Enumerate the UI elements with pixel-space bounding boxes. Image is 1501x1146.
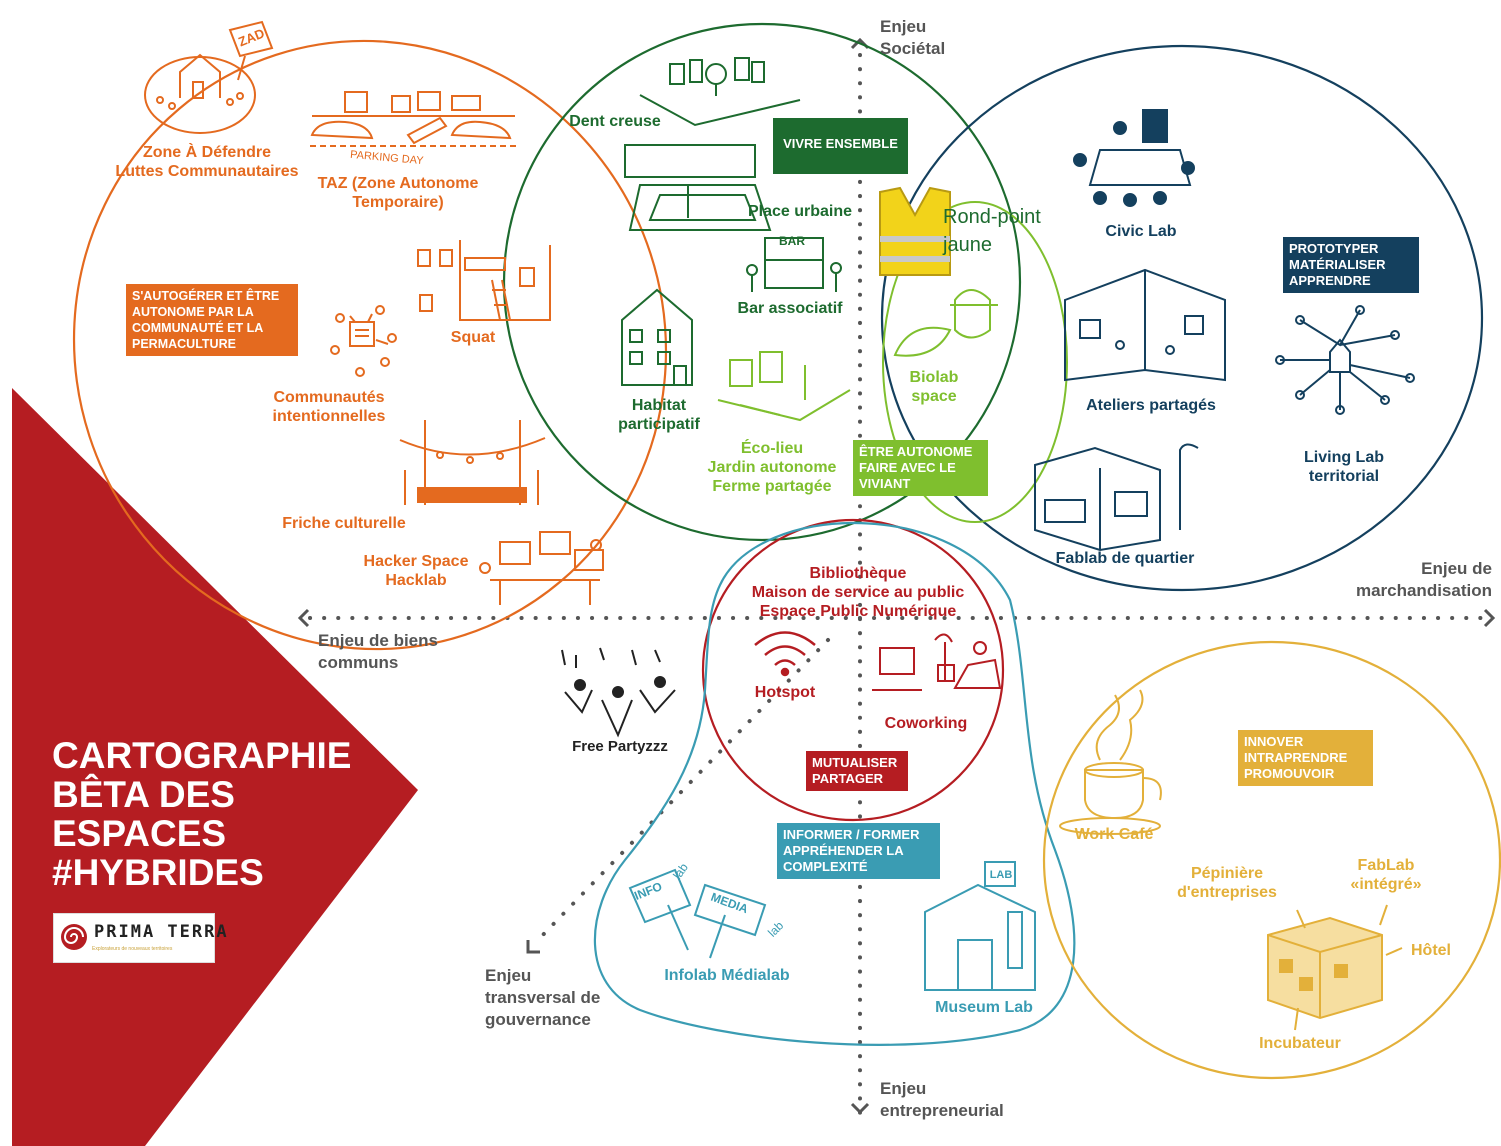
work-cafe-illustration [1059, 689, 1162, 835]
lightgreen-region [882, 201, 1068, 523]
fablab-integre-illustration [1267, 904, 1403, 1031]
category-autogerer: S'AUTOGÉRER ET ÊTRE AUTONOME PAR LA COMM… [126, 284, 298, 356]
habitat-illustration [621, 288, 693, 386]
bar-illustration [746, 237, 842, 292]
place-urbaine-illustration [624, 144, 772, 231]
red-region [701, 518, 1005, 822]
yellow-region [1042, 640, 1501, 1080]
label-hotspot: Hotspot [754, 684, 816, 701]
dent-creuse-illustration [639, 57, 801, 127]
label-museum-lab: Museum Lab [935, 999, 1033, 1016]
orange-region [72, 39, 668, 651]
fablab-quartier-illustration [1034, 443, 1199, 552]
navy-region [880, 44, 1484, 592]
logo-tagline: Explorateurs de nouveaux territoires [92, 946, 173, 952]
taz-illustration [310, 91, 518, 147]
eco-lieu-illustration [717, 351, 851, 422]
label-free-party: Free Partyzzz [572, 738, 668, 755]
category-vivre-ensemble: VIVRE ENSEMBLE [773, 118, 908, 174]
zad-illustration [144, 20, 274, 134]
bar-sign: BAR [779, 234, 805, 248]
label-fablab-integre: FabLab«intégré» [1350, 857, 1422, 893]
arrow-right-icon [1483, 608, 1496, 628]
label-dent-creuse: Dent creuse [569, 113, 661, 130]
label-fablab-quartier: Fablab de quartier [1055, 550, 1195, 567]
coworking-illustration [872, 633, 1002, 691]
yellow-vest-illustration [879, 186, 951, 276]
label-incubateur: Incubateur [1259, 1035, 1341, 1052]
label-bar-associatif: Bar associatif [737, 300, 843, 317]
green-region [502, 22, 1022, 542]
living-lab-illustration [1275, 305, 1415, 415]
page-title: CARTOGRAPHIE BÊTA DES ESPACES #HYBRIDES [52, 735, 352, 893]
label-work-cafe: Work Café [1074, 826, 1154, 843]
communautes-illustration [330, 305, 397, 377]
squat-illustration [417, 240, 551, 321]
logo-text: PRIMA TERRA [94, 922, 229, 942]
arrow-left-icon [297, 608, 310, 628]
label-infolab: Infolab Médialab [664, 967, 790, 984]
label-squat: Squat [450, 329, 496, 346]
hotspot-illustration [754, 631, 816, 677]
spiral-icon [61, 924, 87, 950]
civic-lab-illustration [1073, 109, 1195, 207]
friche-illustration [399, 420, 546, 505]
label-friche: Friche culturelle [282, 515, 406, 532]
arrow-diagonal-icon [526, 940, 540, 954]
hacker-illustration [479, 531, 604, 605]
ateliers-illustration [1064, 268, 1226, 382]
museum-sign: LAB [989, 869, 1013, 881]
prima-terra-logo: PRIMA TERRA Explorateurs de nouveaux ter… [53, 913, 227, 963]
diagonal-axis-line [536, 638, 830, 942]
label-place-urbaine: Place urbaine [747, 203, 853, 220]
museum-lab-illustration [924, 861, 1036, 991]
free-party-illustration [561, 647, 676, 738]
label-civic-lab: Civic Lab [1105, 223, 1177, 240]
label-hotel: Hôtel [1411, 942, 1451, 959]
teal-region [593, 521, 1076, 1046]
label-ateliers: Ateliers partagés [1086, 397, 1216, 414]
biolab-illustration [893, 289, 998, 357]
label-coworking: Coworking [884, 715, 968, 732]
arrow-down-icon [850, 1102, 870, 1115]
infolab-illustration [628, 868, 767, 959]
